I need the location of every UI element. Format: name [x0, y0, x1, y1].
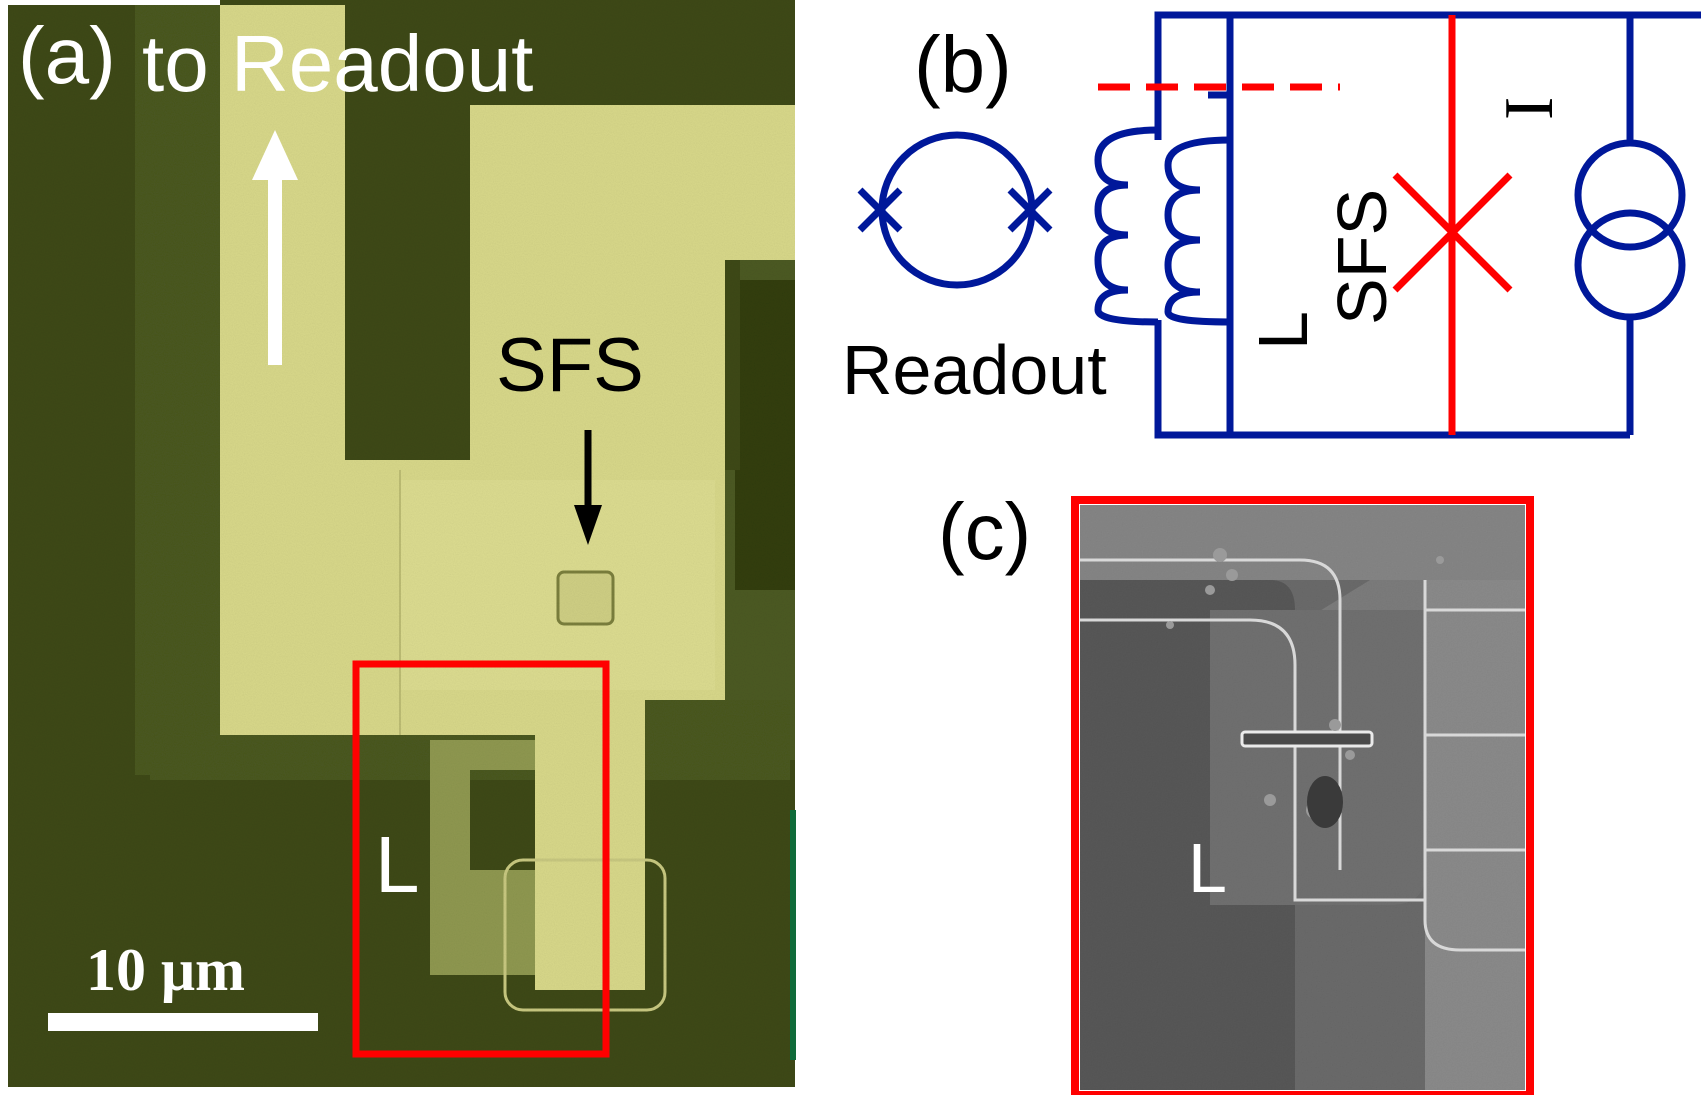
to-readout-label: to Readout: [142, 19, 534, 108]
upper-region: [1080, 505, 1525, 580]
up-arrow-icon: [252, 130, 298, 180]
panel-a-sem-graphic: [8, 0, 796, 1087]
readout-label: Readout: [842, 331, 1107, 409]
current-source-label: I: [1491, 96, 1568, 120]
gap-right: [735, 280, 795, 590]
inductor-highlight-box: [352, 660, 610, 1058]
junction-slot: [1240, 730, 1374, 748]
inductor-label-c: L: [1188, 829, 1227, 907]
edge-highlight-1: [1080, 558, 1342, 870]
panel-b-label: (b): [914, 20, 1012, 109]
edge-highlight-2: [1080, 618, 1425, 902]
readout-squid-loop: [878, 131, 1036, 289]
right-strip: [1425, 580, 1525, 1090]
sfs-label-a: SFS: [496, 323, 644, 408]
edge-marker: [790, 810, 796, 1060]
panel-a-label: (a): [18, 11, 116, 100]
panel-b-circuit: (b) Readout L SFS I: [830, 0, 1701, 450]
panel-c-zoom-image: (c) L: [920, 480, 1701, 1099]
panel-a-sem-image: (a) to Readout SFS L 10 μm: [0, 0, 800, 1090]
edge-highlight-3: [1423, 580, 1525, 952]
panel-c-sem-graphic: [1071, 496, 1534, 1099]
sfs-label-b: SFS: [1323, 188, 1401, 325]
current-source-icon: [1574, 139, 1686, 251]
current-source-icon-lower: [1574, 209, 1686, 321]
overlap-outline: [503, 858, 667, 1012]
junction-area: [1210, 610, 1425, 905]
inductor-strip: [400, 740, 535, 975]
coil-left-icon: [1094, 126, 1159, 326]
dark-residue: [1307, 776, 1343, 828]
sfs-junction-square: [556, 570, 615, 626]
scale-bar: [48, 1013, 318, 1031]
inductor-label-a: L: [375, 820, 420, 909]
inductor-label-b: L: [1244, 311, 1322, 350]
pickup-wire-top: [1154, 11, 1234, 130]
down-arrow-icon: [574, 505, 602, 545]
coil-right-icon: [1164, 136, 1231, 326]
circuit-schematic: [857, 11, 1701, 439]
scale-bar-label: 10 μm: [86, 937, 245, 1003]
panel-c-label: (c): [938, 487, 1032, 576]
